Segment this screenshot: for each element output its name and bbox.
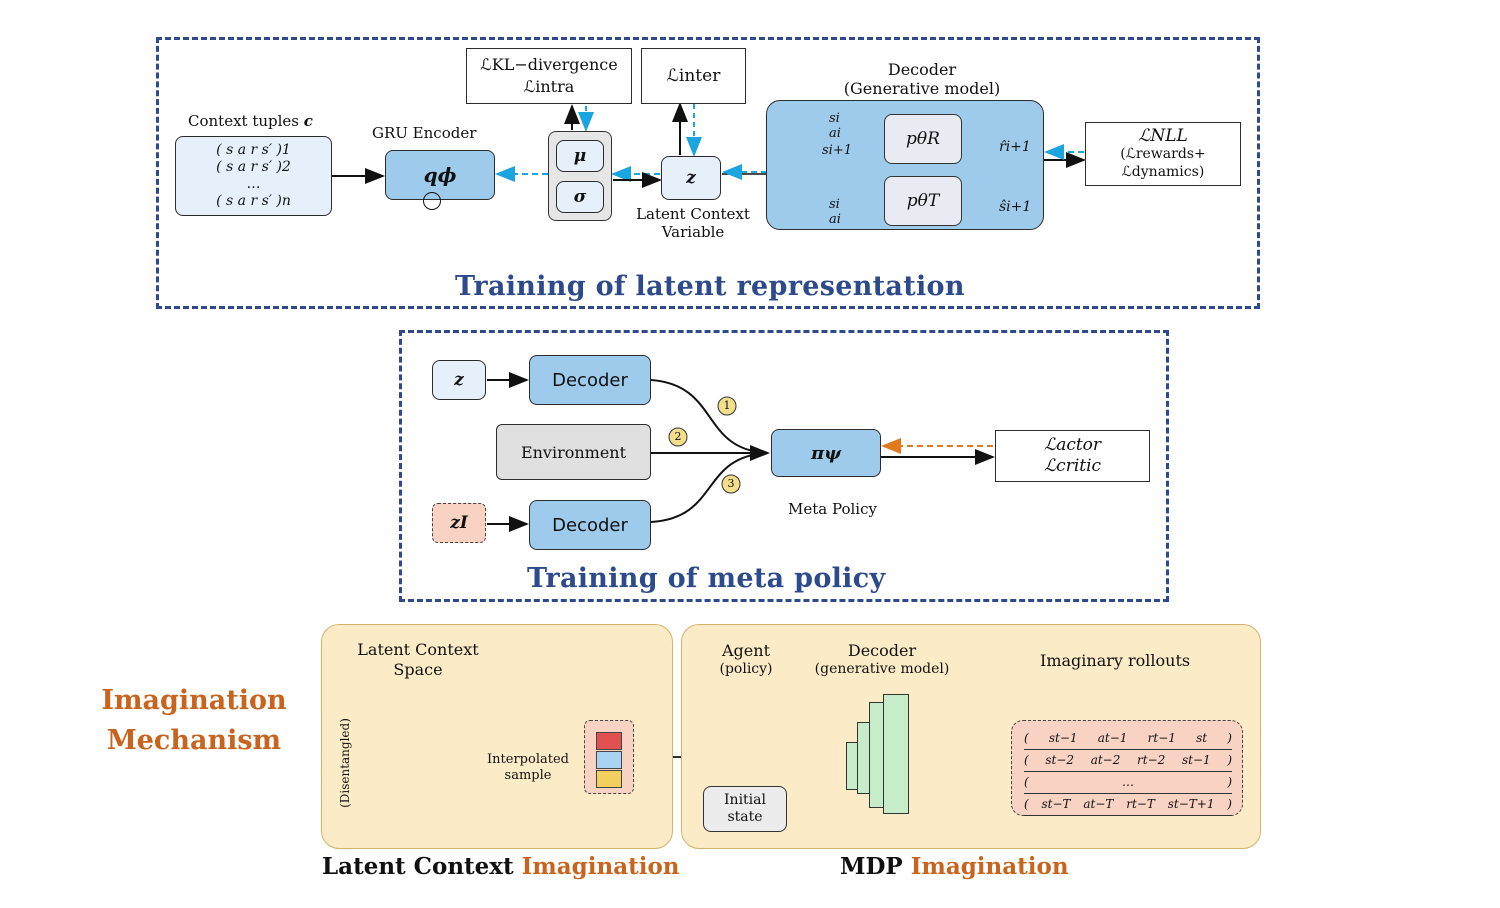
rollout-row: (…) [1024, 772, 1232, 794]
mu-box: μ [556, 140, 604, 172]
input-s-top: si [829, 111, 840, 126]
mdp-decoder-label: Decoder(generative model) [814, 641, 950, 677]
step-1-badge: 1 [723, 399, 731, 412]
latent-representation-frame [156, 37, 1260, 309]
input-s-bottom: si [829, 197, 840, 212]
environment-box: Environment [496, 424, 651, 480]
disentangled-label: (Disentangled) [338, 718, 352, 808]
latent-z-box: z [661, 156, 721, 200]
meta-decoder-top: Decoder [529, 355, 651, 405]
state-prediction-label: ŝi+1 [999, 199, 1032, 215]
red-cube-icon [596, 732, 622, 750]
meta-policy-label: Meta Policy [788, 500, 877, 518]
sigma-box: σ [556, 181, 604, 213]
context-tuples-box: ( s a r s′ )1 ( s a r s′ )2 … ( s a r s′… [175, 136, 332, 216]
meta-zi-box: zI [432, 503, 486, 543]
inter-loss-box: ℒinter [641, 48, 746, 104]
decoder-layer-4 [883, 694, 909, 814]
mdp-imagination-caption: MDP Imagination [840, 853, 1069, 880]
recurrent-loop-icon [423, 192, 441, 210]
input-a-top: ai [829, 126, 841, 141]
agent-label: Agent(policy) [719, 641, 773, 677]
gru-encoder-box: qϕ [385, 150, 495, 200]
meta-policy-title: Training of meta policy [527, 563, 886, 594]
policy-box: πψ [771, 429, 881, 477]
input-s-next: si+1 [822, 143, 852, 158]
step-3-badge: 3 [727, 477, 735, 490]
meta-decoder-bottom: Decoder [529, 500, 651, 550]
reward-model-box: pθR [884, 114, 962, 164]
latent-imagination-caption: Latent Context Imagination [322, 853, 680, 880]
meta-policy-frame [399, 330, 1169, 602]
input-a-bottom: ai [829, 212, 841, 227]
nll-loss-box: ℒNLL (ℒrewards+ ℒdynamics) [1085, 122, 1241, 186]
latent-representation-title: Training of latent representation [455, 271, 965, 302]
step-2-badge: 2 [674, 430, 682, 443]
reward-prediction-label: r̂i+1 [999, 139, 1031, 155]
yellow-cube-icon [596, 770, 622, 788]
context-tuples-title: Context tuples c [188, 112, 313, 130]
imaginary-rollouts-title: Imaginary rollouts [1040, 651, 1191, 670]
decoder-title: Decoder(Generative model) [843, 60, 1001, 98]
meta-z-box: z [432, 360, 486, 400]
gru-encoder-label: GRU Encoder [372, 124, 477, 142]
blue-cube-icon [596, 751, 622, 769]
dynamics-model-box: pθT [884, 176, 962, 226]
